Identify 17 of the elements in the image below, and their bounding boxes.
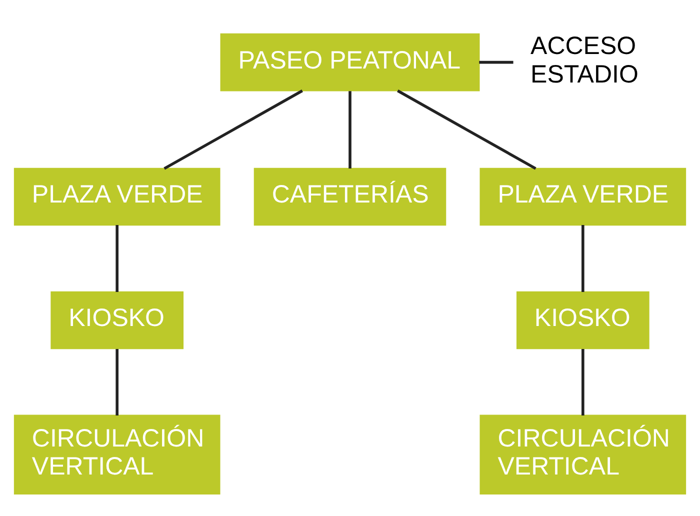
node-box: PASEO PEATONAL [220,32,480,91]
node-box: CIRCULACIÓN VERTICAL [480,414,686,494]
node-box: KIOSKO [516,290,650,349]
connector [479,60,514,64]
connector [582,224,584,292]
node-box: CAFETERÍAS [254,167,446,226]
node-box: CIRCULACIÓN VERTICAL [14,414,220,494]
connector [397,89,536,170]
connector [164,89,303,170]
connector [116,224,118,292]
node-box: PLAZA VERDE [14,167,220,226]
connector [582,348,584,415]
connector [116,348,118,415]
node-text: ACCESO ESTADIO [530,32,638,88]
node-box: PLAZA VERDE [480,167,686,226]
node-box: KIOSKO [50,290,184,349]
connector [348,90,352,168]
